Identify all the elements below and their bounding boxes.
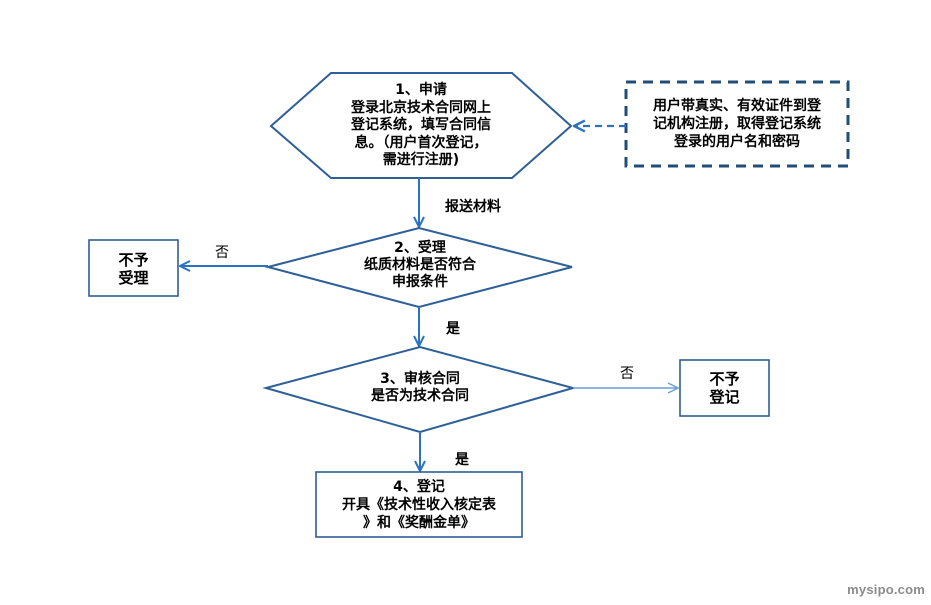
note-dashed-box [624, 80, 850, 168]
step1-text: 1、申请 登录北京技术合同网上 登记系统，填写合同信 息。（用户首次登记， 需进… [321, 82, 521, 170]
watermark: mysipo.com [847, 582, 925, 597]
step2-line-2: 纸质材料是否符合 [364, 257, 476, 273]
step4-line-2: 开具《技术性收入核定表 [342, 497, 496, 513]
step1-line-2: 登录北京技术合同网上 [351, 99, 491, 116]
reject-register-box [679, 359, 770, 417]
edge-label-no-reject-register: 否 [620, 366, 634, 382]
note-line-2: 记机构注册，取得登记系统 [653, 116, 821, 132]
reject-accept-box [88, 239, 179, 297]
step3-text: 3、审核合同 是否为技术合同 [320, 371, 520, 405]
step1-line-3: 登记系统，填写合同信 [351, 117, 491, 133]
reject-accept-line-2: 受理 [118, 269, 149, 287]
step2-diamond [264, 226, 573, 309]
edge-label-no-reject-accept: 否 [215, 245, 229, 261]
step2-text: 2、受理 纸质材料是否符合 申报条件 [320, 240, 520, 291]
reject-accept-line-1: 不予 [118, 251, 149, 269]
step1-line-4: 息。（用户首次登记， [354, 134, 488, 151]
step1-line-5: 需进行注册) [382, 152, 460, 168]
step4-line-3: 》和《奖酬金单》 [363, 515, 475, 531]
edge-label-yes-step4: 是 [455, 452, 469, 468]
note-text: 用户带真实、有效证件到登 记机构注册，取得登记系统 登录的用户名和密码 [630, 97, 844, 151]
step3-line-2: 是否为技术合同 [371, 388, 469, 404]
reject-register-text: 不予 登记 [680, 370, 769, 406]
step1-hexagon [269, 72, 573, 179]
step4-text: 4、登记 开具《技术性收入核定表 》和《奖酬金单》 [316, 478, 522, 532]
reject-accept-text: 不予 受理 [89, 251, 178, 287]
step4-line-1: 4、登记 [393, 479, 445, 495]
step3-line-1: 3、审核合同 [380, 371, 460, 387]
edge-label-submit-materials: 报送材料 [445, 199, 501, 215]
reject-register-line-2: 登记 [709, 388, 740, 406]
note-line-3: 登录的用户名和密码 [674, 134, 800, 150]
edge-label-yes-step3: 是 [446, 321, 460, 337]
step2-line-3: 申报条件 [392, 274, 448, 290]
step2-line-1: 2、受理 [394, 240, 446, 256]
step4-box [315, 471, 523, 538]
note-line-1: 用户带真实、有效证件到登 [653, 98, 821, 114]
reject-register-line-1: 不予 [709, 370, 740, 388]
step1-line-1: 1、申请 [395, 82, 447, 98]
